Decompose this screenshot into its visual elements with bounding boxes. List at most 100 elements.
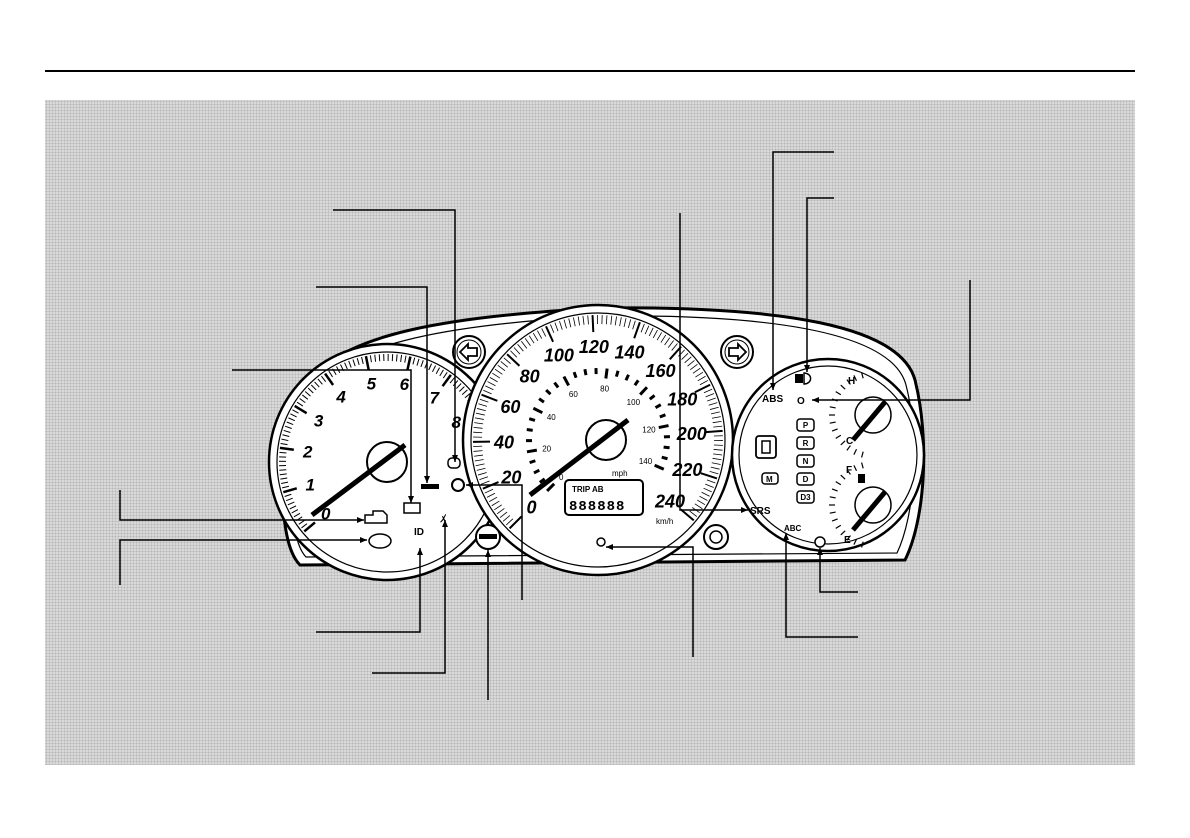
srs-indicator: SRS: [750, 506, 771, 517]
tach-tick: [364, 355, 370, 371]
leader-line: [772, 151, 834, 390]
leader-line: [372, 520, 446, 674]
gauge-tick: [861, 451, 864, 458]
tach-tick: [293, 512, 301, 518]
kmh-tick: [473, 426, 483, 429]
gear-indicator: [796, 436, 815, 450]
kmh-tick: [489, 376, 498, 383]
tach-tick: [464, 392, 471, 399]
maintenance-icon: [368, 533, 392, 549]
kmh-tick: [671, 343, 678, 351]
kmh-tick: [648, 327, 654, 337]
tach-tick: [291, 509, 299, 514]
kmh-tick: [484, 488, 494, 494]
gauge-tick: [829, 496, 836, 499]
kmh-tick: [707, 397, 716, 402]
tach-tick: [369, 355, 372, 363]
fuel-pump-icon: [858, 474, 865, 483]
tach-tick: [441, 374, 452, 387]
tach-label: 8: [452, 413, 462, 432]
mph-tick: [648, 394, 656, 401]
kmh-tick: [489, 496, 498, 502]
kmh-tick: [697, 499, 706, 506]
leader-arrowhead: [783, 533, 789, 540]
kmh-tick: [477, 472, 487, 476]
gauge-tick: [846, 535, 851, 541]
tach-tick: [294, 404, 308, 415]
mph-label: 60: [569, 390, 578, 399]
kmh-tick: [550, 324, 555, 333]
kmh-tick: [503, 357, 511, 365]
leader-line: [316, 548, 421, 633]
kmh-tick: [528, 335, 535, 344]
tach-tick: [428, 363, 433, 371]
kmh-tick: [669, 345, 682, 360]
tach-tick: [406, 356, 412, 371]
mph-unit: mph: [612, 469, 628, 478]
kmh-tick: [712, 420, 722, 424]
kmh-label: 60: [500, 397, 520, 417]
kmh-tick: [713, 453, 723, 456]
kmh-tick: [664, 337, 671, 346]
tach-tick: [296, 401, 304, 407]
kmh-label: 100: [544, 346, 574, 366]
mode-label: M: [766, 475, 773, 484]
leader-arrowhead: [466, 482, 473, 488]
kmh-tick: [605, 315, 608, 325]
kmh-tick: [545, 325, 554, 343]
tach-tick: [449, 377, 455, 384]
kmh-tick: [681, 353, 689, 360]
mph-tick: [661, 455, 668, 461]
leader-arrowhead: [417, 548, 423, 555]
kmh-tick: [623, 318, 627, 328]
leader-line: [333, 209, 456, 462]
tach-tick: [282, 434, 290, 437]
tach-tick: [284, 493, 292, 497]
leader-arrowhead: [817, 548, 823, 555]
kmh-tick: [494, 504, 503, 511]
leader-arrowhead: [485, 550, 491, 557]
fuel-empty-label: E: [844, 535, 851, 546]
kmh-tick: [703, 487, 712, 493]
kmh-tick: [644, 325, 650, 335]
kmh-tick: [499, 511, 508, 518]
leader-line: [466, 484, 523, 600]
mph-tick: [583, 368, 588, 376]
mph-label: 0: [559, 473, 564, 482]
gear-label: D: [803, 475, 809, 484]
battery-icon: [403, 502, 421, 514]
leader-arrowhead: [408, 496, 414, 503]
mph-tick: [654, 463, 665, 471]
kmh-tick: [684, 356, 692, 364]
kmh-label: 220: [671, 460, 702, 480]
gear-digit-display: [755, 435, 777, 459]
kmh-tick: [500, 361, 508, 368]
kmh-tick: [614, 316, 617, 326]
kmh-tick: [700, 472, 718, 480]
gauge-tick: [835, 434, 842, 439]
tach-label: 1: [305, 475, 314, 494]
tach-tick: [378, 354, 381, 362]
tach-tick: [374, 354, 377, 362]
kmh-tick: [541, 328, 547, 337]
kmh-tick: [478, 403, 488, 407]
tach-tick: [416, 358, 420, 366]
gauge-tick: [853, 375, 858, 382]
gauge-tick: [835, 391, 842, 396]
gauge-tick: [831, 518, 838, 522]
kmh-tick: [711, 462, 721, 465]
tach-tick: [289, 505, 297, 510]
kmh-tick: [510, 350, 518, 358]
mph-label: 40: [547, 413, 556, 422]
kmh-tick: [513, 347, 521, 355]
mph-tick: [529, 459, 536, 465]
dimmer-knob: [703, 524, 729, 550]
kmh-tick: [689, 510, 698, 517]
mph-tick: [654, 403, 662, 409]
odometer-digits: 888888: [569, 499, 625, 515]
mph-tick: [545, 388, 552, 396]
gauge-tick: [829, 511, 836, 514]
kmh-tick: [705, 393, 715, 398]
